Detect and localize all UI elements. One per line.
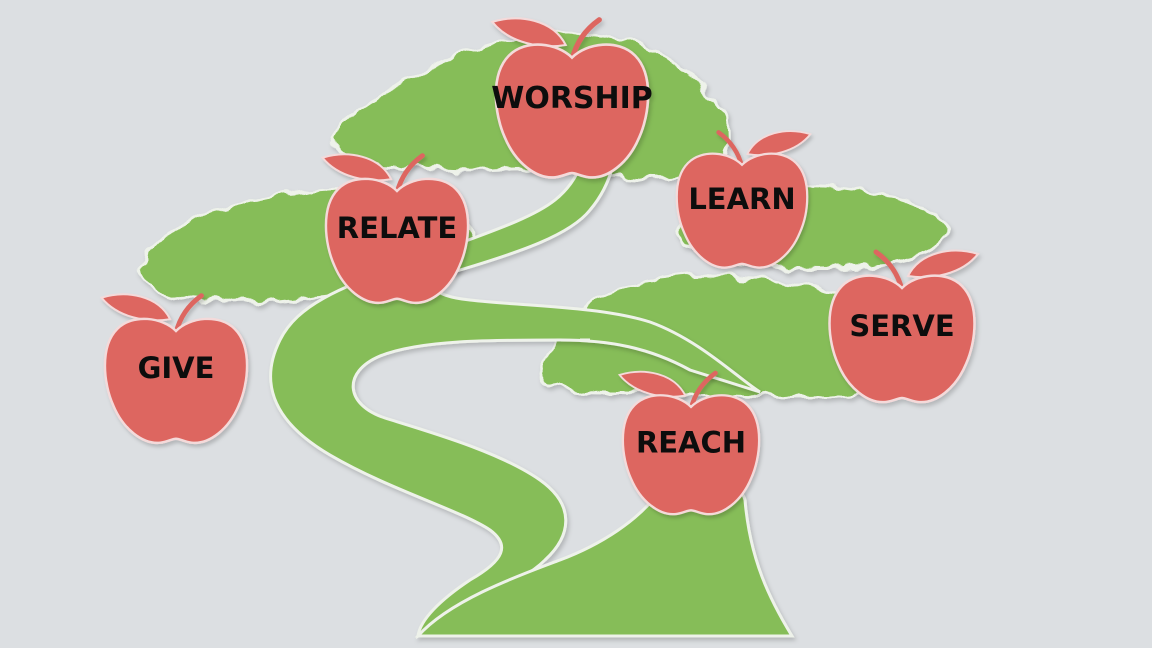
apple-label-worship: WORSHIP — [491, 81, 652, 116]
apple-label-reach: REACH — [636, 425, 746, 459]
apple-label-learn: LEARN — [688, 182, 795, 216]
apple-label-serve: SERVE — [849, 309, 954, 343]
apple-label-relate: RELATE — [337, 211, 457, 245]
apple-give: GIVE — [99, 293, 249, 444]
apple-relate: RELATE — [320, 153, 470, 304]
apple-body — [324, 177, 470, 304]
apple-serve: SERVE — [828, 249, 980, 404]
apples: WORSHIP RELATE LEARN GIVE SERVE REACH — [99, 17, 980, 516]
apple-label-give: GIVE — [138, 351, 215, 385]
apple-reach: REACH — [617, 370, 761, 516]
apple-learn: LEARN — [675, 130, 812, 269]
apple-body — [103, 317, 249, 444]
apple-body — [675, 152, 809, 269]
apple-leaf — [99, 293, 172, 322]
apple-worship: WORSHIP — [490, 17, 653, 179]
apple-body — [828, 274, 976, 404]
apple-body — [621, 394, 761, 516]
apple-leaf — [746, 130, 812, 156]
apple-body — [494, 43, 650, 179]
